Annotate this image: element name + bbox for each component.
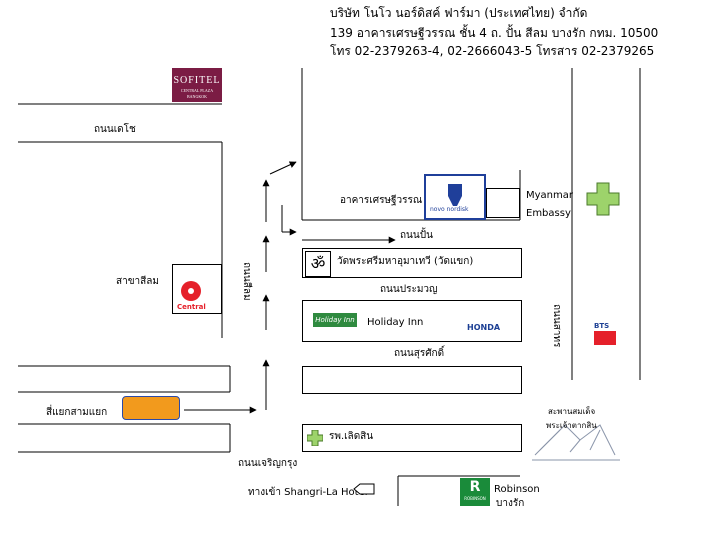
central-block: Central (172, 264, 222, 314)
holiday-inn-label: Holiday Inn (367, 317, 424, 328)
company-phone: โทร 02-2379263-4, 02-2666043-5 โทรสาร 02… (330, 44, 655, 58)
taxi-icon (122, 396, 180, 420)
company-address: 139 อาคารเศรษฐีวรรณ ชั้น 4 ถ. ปั้น สีลม … (330, 26, 659, 40)
embassy-block (486, 188, 520, 218)
temple-block: ॐ วัดพระศรีมหาอุมาเทวี (วัดแขก) (302, 248, 522, 278)
holiday-inn-logo: Holiday Inn (313, 313, 357, 327)
hospital-cross-icon (307, 430, 323, 446)
bridge-icon (532, 424, 620, 461)
building-label: อาคารเศรษฐีวรรณ (340, 195, 423, 206)
road-sathorn-label: ถนนสาทร (551, 304, 562, 348)
building-block: novo nordisk (424, 174, 486, 220)
road-dechi-label: ถนนเดโช (94, 124, 136, 135)
novo-bull-icon (448, 184, 462, 206)
central-branch-label: สาขาสีลม (116, 276, 159, 287)
company-name: บริษัท โนโว นอร์ดิสค์ ฟาร์มา (ประเทศไทย)… (330, 6, 588, 20)
central-logo: Central (177, 303, 206, 311)
taksin-label-2: พระเจ้าตากสิน (546, 421, 597, 430)
route-arrows (184, 161, 396, 414)
robinson-logo: R ROBINSON (460, 478, 490, 506)
holiday-inn-block: Holiday Inn Holiday Inn HONDA (302, 300, 522, 342)
taksin-label-1: สะพานสมเด็จ (548, 407, 596, 416)
lower-block (302, 366, 522, 394)
robinson-label-2: บางรัก (496, 498, 525, 509)
myanmar-label-1: Myanmar (526, 190, 573, 201)
myanmar-label-2: Embassy (526, 208, 571, 219)
sofitel-logo: SOFITEL CENTRAL PLAZA BANGKOK (172, 68, 222, 102)
bts-logo-icon: BTS (594, 322, 618, 350)
arrow-icon (353, 483, 375, 495)
road-charoenkrung-label: ถนนเจริญกรุง (238, 458, 298, 469)
hospital-label: รพ.เลิดสิน (329, 431, 374, 442)
road-pan-label: ถนนปั้น (400, 230, 433, 241)
road-silom-label: ถนนสีลม (241, 262, 252, 301)
om-symbol-icon: ॐ (305, 251, 331, 277)
hospital-cross-icon (586, 182, 620, 216)
temple-label: วัดพระศรีมหาอุมาเทวี (วัดแขก) (337, 256, 474, 267)
shangrila-label: ทางเข้า Shangri-La Hotel (248, 487, 368, 498)
silom-junction-label: สี่แยกสามแยก (46, 407, 108, 418)
road-pramuan-label: ถนนประมวญ (380, 284, 438, 295)
honda-logo: HONDA (467, 323, 501, 332)
robinson-label-1: Robinson (494, 484, 540, 495)
road-surasak-label: ถนนสุรศักดิ์ (394, 348, 445, 359)
hospital-block: รพ.เลิดสิน (302, 424, 522, 452)
